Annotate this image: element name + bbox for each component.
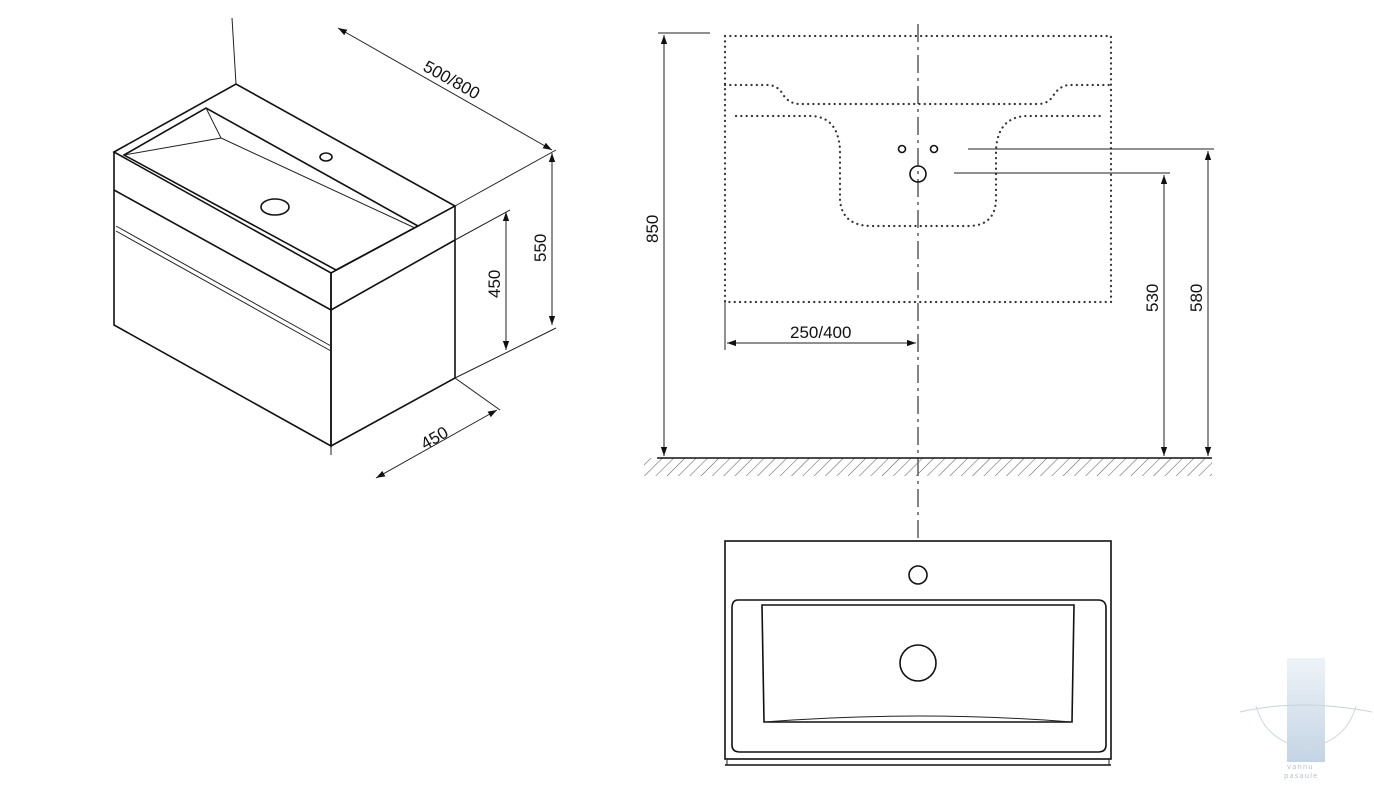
dim-front-outlet-530-label: 530: [1143, 284, 1162, 312]
iso-drain-icon: [260, 198, 290, 216]
front-elevation: 850 250/400 530 580: [643, 24, 1214, 540]
floor-hatch: [644, 458, 1212, 476]
iso-cabinet-front: [113, 190, 332, 448]
top-tap-hole-icon: [908, 565, 928, 585]
isometric-view: 500/800 550 450 450: [112, 17, 557, 479]
watermark-wave-icon: [1239, 704, 1373, 713]
dim-iso-depth-label: 450: [418, 423, 452, 454]
iso-cabinet-side: [330, 240, 456, 448]
iso-tap-hole-icon: [319, 152, 333, 162]
dim-front-outlet-580-label: 580: [1187, 284, 1206, 312]
front-unit-outline: [723, 34, 1113, 304]
watermark-bar: [1287, 658, 1325, 762]
front-basin-rim: [723, 83, 1113, 106]
watermark-logo: vannu pasaule: [1239, 658, 1373, 780]
watermark-line2: pasaule: [1284, 772, 1318, 780]
iso-drawer-gap: [115, 225, 332, 347]
dim-front-drain-offset-label: 250/400: [790, 323, 851, 342]
top-basin-rim: [731, 599, 1107, 753]
top-drain-icon: [899, 644, 937, 682]
dim-front-total-height-label: 850: [643, 215, 662, 243]
iso-basin-inner: [122, 107, 420, 271]
dim-iso-width-line: [337, 27, 553, 151]
dim-iso-height-label: 550: [531, 234, 550, 262]
iso-basin-left-face: [113, 152, 332, 312]
top-view: [724, 540, 1112, 766]
front-basin-bowl: [734, 114, 1104, 228]
front-outlet-right-icon: [929, 144, 939, 154]
watermark-line1: vannu: [1287, 763, 1314, 771]
dim-iso-depth-line: [375, 409, 498, 479]
iso-top-surface: [112, 83, 457, 274]
iso-basin-right-face: [330, 206, 456, 312]
dim-iso-cabinet-height-label: 450: [485, 270, 504, 298]
top-basin-bowl: [761, 604, 1075, 723]
top-outline: [724, 540, 1112, 760]
front-outlet-left-icon: [897, 144, 907, 154]
front-drain-outlet-icon: [909, 165, 927, 183]
